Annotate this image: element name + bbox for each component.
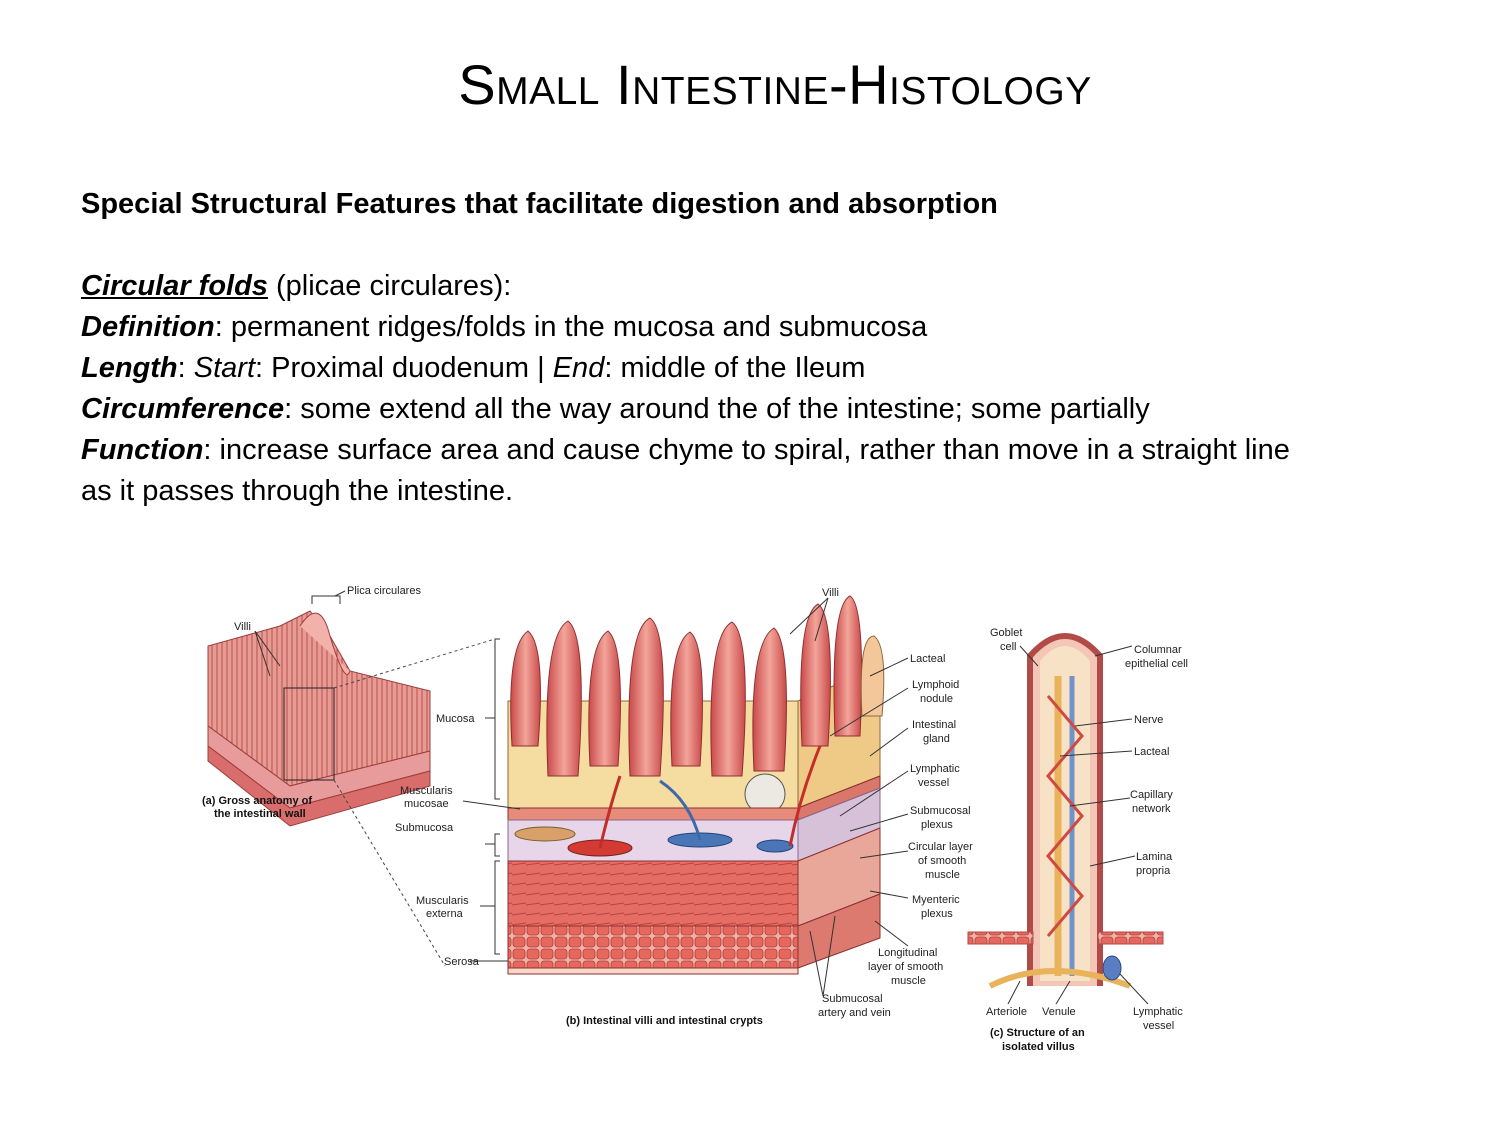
label-muscularis-externa-1: Muscularis (416, 895, 469, 907)
label-capillary-2: network (1132, 803, 1171, 815)
villi-row (510, 595, 885, 777)
label-circ-1: Circular layer (908, 841, 973, 853)
label-lacteal-c: Lacteal (1134, 746, 1169, 758)
slide-title: Small Intestine-Histology (458, 53, 1092, 116)
definition-line: Definition: permanent ridges/folds in th… (81, 307, 1461, 348)
label-sub-plexus-2: plexus (921, 819, 953, 831)
label-lamina-2: propria (1136, 865, 1171, 877)
length-line: Length: Start: Proximal duodenum | End: … (81, 348, 1461, 389)
label-gland-2: gland (923, 733, 950, 745)
label-sub-plexus-1: Submucosal (910, 805, 971, 817)
label-circ-2: of smooth (918, 855, 966, 867)
label-lymph-c-2: vessel (1143, 1020, 1174, 1032)
length-end-rest: : middle of the Ileum (604, 352, 866, 384)
label-lymph-vessel-1: Lymphatic (910, 763, 960, 775)
panel-b-villi-crypts: Mucosa Muscularis mucosae Submucosa Musc… (395, 587, 973, 1027)
label-venule: Venule (1042, 1006, 1076, 1018)
function-term: Function (81, 434, 204, 466)
histology-figure: Plica circulares Villi (a) Gross anatomy… (190, 576, 1230, 1066)
label-goblet-2: cell (1000, 641, 1017, 653)
circular-folds-rest: (plicae circulares): (267, 270, 512, 302)
label-columnar-2: epithelial cell (1125, 658, 1188, 670)
length-start-rest: : Proximal duodenum | (255, 352, 553, 384)
caption-a-line2: the intestinal wall (214, 808, 306, 820)
label-muscularis-mucosae-1: Muscularis (400, 785, 453, 797)
label-circ-3: muscle (925, 869, 960, 881)
length-start-label: Start (193, 352, 256, 384)
panel-a-gross-anatomy: Plica circulares Villi (a) Gross anatomy… (202, 585, 496, 967)
label-art-1: Submucosal (822, 993, 883, 1005)
circumference-term: Circumference (81, 393, 285, 425)
slide-body: Special Structural Features that facilit… (81, 184, 1461, 512)
function-line: Function: increase surface area and caus… (81, 430, 1321, 512)
label-arteriole: Arteriole (986, 1006, 1027, 1018)
function-rest: : increase surface area and cause chyme … (81, 434, 1290, 507)
label-muscularis-mucosae-2: mucosae (404, 798, 449, 810)
caption-b: (b) Intestinal villi and intestinal cryp… (566, 1015, 763, 1027)
label-lacteal-b: Lacteal (910, 653, 945, 665)
label-mucosa: Mucosa (436, 713, 475, 725)
caption-c-line2: isolated villus (1002, 1041, 1075, 1053)
definition-rest: : permanent ridges/folds in the mucosa a… (214, 311, 928, 343)
label-long-3: muscle (891, 975, 926, 987)
label-lymph-c-1: Lymphatic (1133, 1006, 1183, 1018)
circumference-rest: : some extend all the way around the of … (284, 393, 1150, 425)
definition-term: Definition (81, 311, 215, 343)
label-art-2: artery and vein (818, 1007, 891, 1019)
circumference-line: Circumference: some extend all the way a… (81, 389, 1461, 430)
label-lymph-vessel-2: vessel (918, 777, 949, 789)
length-end-label: End (552, 352, 605, 384)
caption-c-line1: (c) Structure of an (990, 1027, 1085, 1039)
label-myenteric-2: plexus (921, 908, 953, 920)
length-colon: : (177, 352, 194, 384)
label-goblet-1: Goblet (990, 627, 1022, 639)
circular-folds-line: Circular folds (plicae circulares): (81, 266, 1461, 307)
length-term: Length (81, 352, 178, 384)
circular-folds-term: Circular folds (81, 270, 268, 302)
label-columnar-1: Columnar (1134, 644, 1182, 656)
label-serosa: Serosa (444, 956, 480, 968)
label-plica-circulares: Plica circulares (347, 585, 421, 597)
label-lamina-1: Lamina (1136, 851, 1173, 863)
label-gland-1: Intestinal (912, 719, 956, 731)
panel-c-isolated-villus: Goblet cell Columnar epithelial cell Ner… (967, 627, 1188, 1053)
label-submucosa: Submucosa (395, 822, 454, 834)
label-villi-a: Villi (234, 621, 251, 633)
label-long-2: layer of smooth (868, 961, 943, 973)
label-long-1: Longitudinal (878, 947, 937, 959)
label-nerve: Nerve (1134, 714, 1163, 726)
subheading: Special Structural Features that facilit… (81, 188, 998, 220)
label-lymphoid-2: nodule (920, 693, 953, 705)
label-muscularis-externa-2: externa (426, 908, 464, 920)
label-lymphoid-1: Lymphoid (912, 679, 959, 691)
label-capillary-1: Capillary (1130, 789, 1173, 801)
label-myenteric-1: Myenteric (912, 894, 960, 906)
caption-a-line1: (a) Gross anatomy of (202, 795, 312, 807)
label-villi-b: Villi (822, 587, 839, 599)
